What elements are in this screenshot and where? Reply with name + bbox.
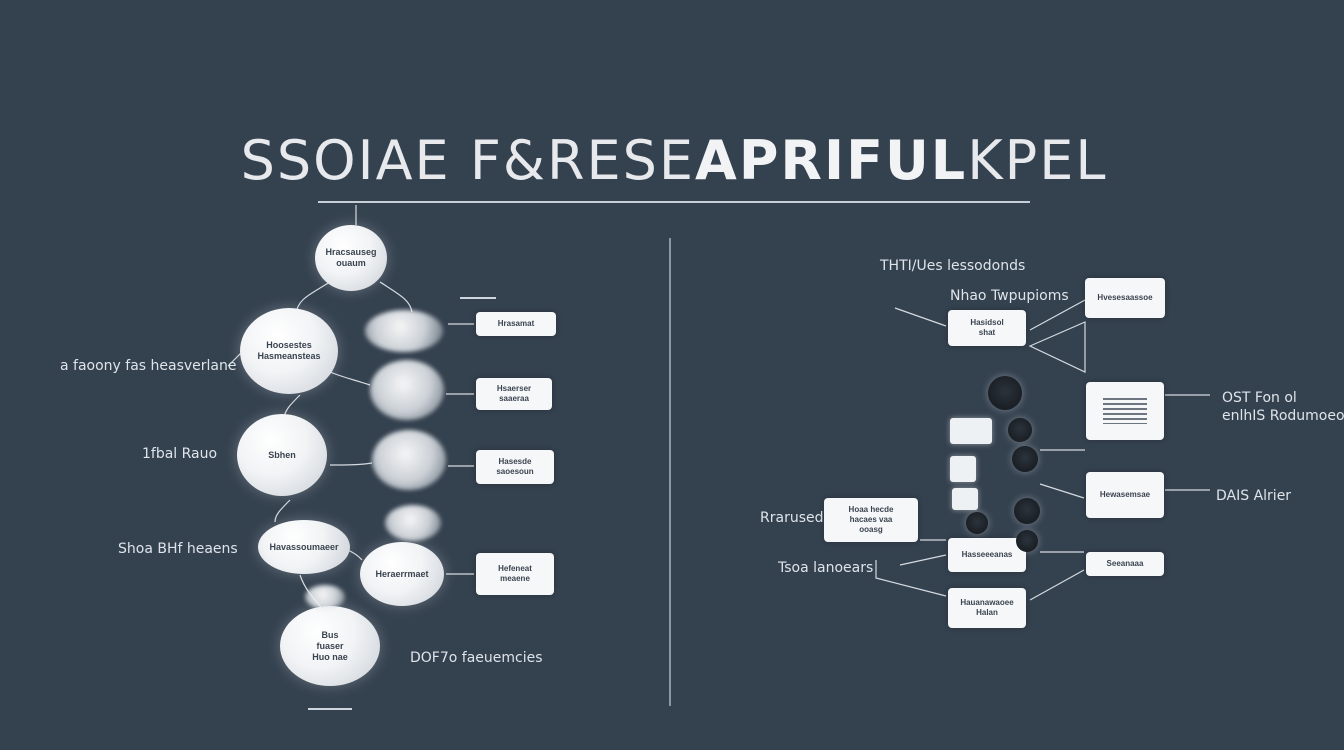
diagram-title: SSOIAE F&RESE APRIFUL KPEL — [241, 128, 1106, 192]
ghost-node — [365, 310, 443, 352]
left-label-2: 1fbal Rauo — [142, 446, 218, 462]
ghost-node — [372, 430, 446, 490]
left-label-1: a faoony fas heasverlane — [60, 358, 237, 374]
connector — [1029, 569, 1085, 601]
connector — [379, 281, 413, 313]
center-divider — [669, 238, 671, 706]
left-box-1: Hrasamat — [476, 312, 556, 336]
title-part-1: SSOIAE F&RESE — [240, 128, 696, 192]
node-branch-3: Havassoumaeer — [258, 520, 350, 574]
title-part-2: APRIFUL — [695, 128, 968, 192]
node-branch-2: Sbhen — [237, 414, 327, 496]
right-label-2: Nhao Twpupioms — [950, 288, 1069, 304]
connector — [1039, 483, 1085, 499]
title-part-3: KPEL — [967, 128, 1108, 192]
right-label-3: OST Fon ol — [1222, 390, 1297, 406]
person-icon — [966, 512, 988, 534]
connector — [899, 554, 947, 566]
right-box-2: Hasidsol shat — [948, 310, 1026, 346]
right-box-3 — [1086, 382, 1164, 440]
connector — [329, 462, 373, 466]
right-box-6: Hasseeeanas — [948, 538, 1026, 572]
right-label-4: enlhIS Rodumoeoe — [1222, 408, 1344, 424]
connector — [329, 371, 371, 386]
node-branch-1: Hoosestes Hasmeansteas — [240, 308, 338, 394]
person-icon — [1012, 446, 1038, 472]
device-icon — [950, 418, 992, 444]
connector — [274, 499, 291, 523]
right-label-7: Tsoa lanoears — [778, 560, 874, 576]
person-icon — [1014, 498, 1040, 524]
person-icon — [1008, 418, 1032, 442]
right-label-5: DAIS Alrier — [1216, 488, 1292, 504]
title-underline — [318, 201, 1030, 203]
connector — [875, 560, 947, 597]
node-branch-4: Bus fuaser Huo nae — [280, 606, 380, 686]
tick-mark — [460, 297, 496, 299]
lines-icon — [1103, 398, 1147, 424]
connector — [1028, 321, 1086, 373]
left-box-2: Hsaerser saaeraa — [476, 378, 552, 410]
right-label-6: Rrarused — [760, 510, 824, 526]
ghost-node — [385, 505, 441, 541]
left-label-4: DOF7o faeuemcies — [410, 650, 543, 666]
left-label-3: Shoa BHf heaens — [118, 541, 238, 557]
right-box-5: Hoaa hecde hacaes vaa ooasg — [824, 498, 918, 542]
tick-mark — [308, 708, 352, 710]
right-label-1: THTI/Ues lessodonds — [880, 258, 1026, 274]
node-root: Hracsauseg ouaum — [315, 225, 387, 291]
right-box-7: Seeanaaa — [1086, 552, 1164, 576]
left-box-4: Hefeneat meaene — [476, 553, 554, 595]
person-icon — [1016, 530, 1038, 552]
right-box-1: Hvesesaassoe — [1085, 278, 1165, 318]
left-box-3: Hasesde saoesoun — [476, 450, 554, 484]
node-side-1: Heraerrmaet — [360, 542, 444, 606]
ghost-node — [370, 360, 444, 420]
person-icon — [988, 376, 1022, 410]
connector — [227, 351, 243, 367]
ghost-node — [305, 585, 345, 609]
connector — [894, 307, 947, 327]
right-box-8: Hauanawaoee Halan — [948, 588, 1026, 628]
right-box-4: Hewasemsae — [1086, 472, 1164, 518]
connector — [1029, 299, 1086, 331]
device-icon — [950, 456, 976, 482]
device-icon — [952, 488, 978, 510]
